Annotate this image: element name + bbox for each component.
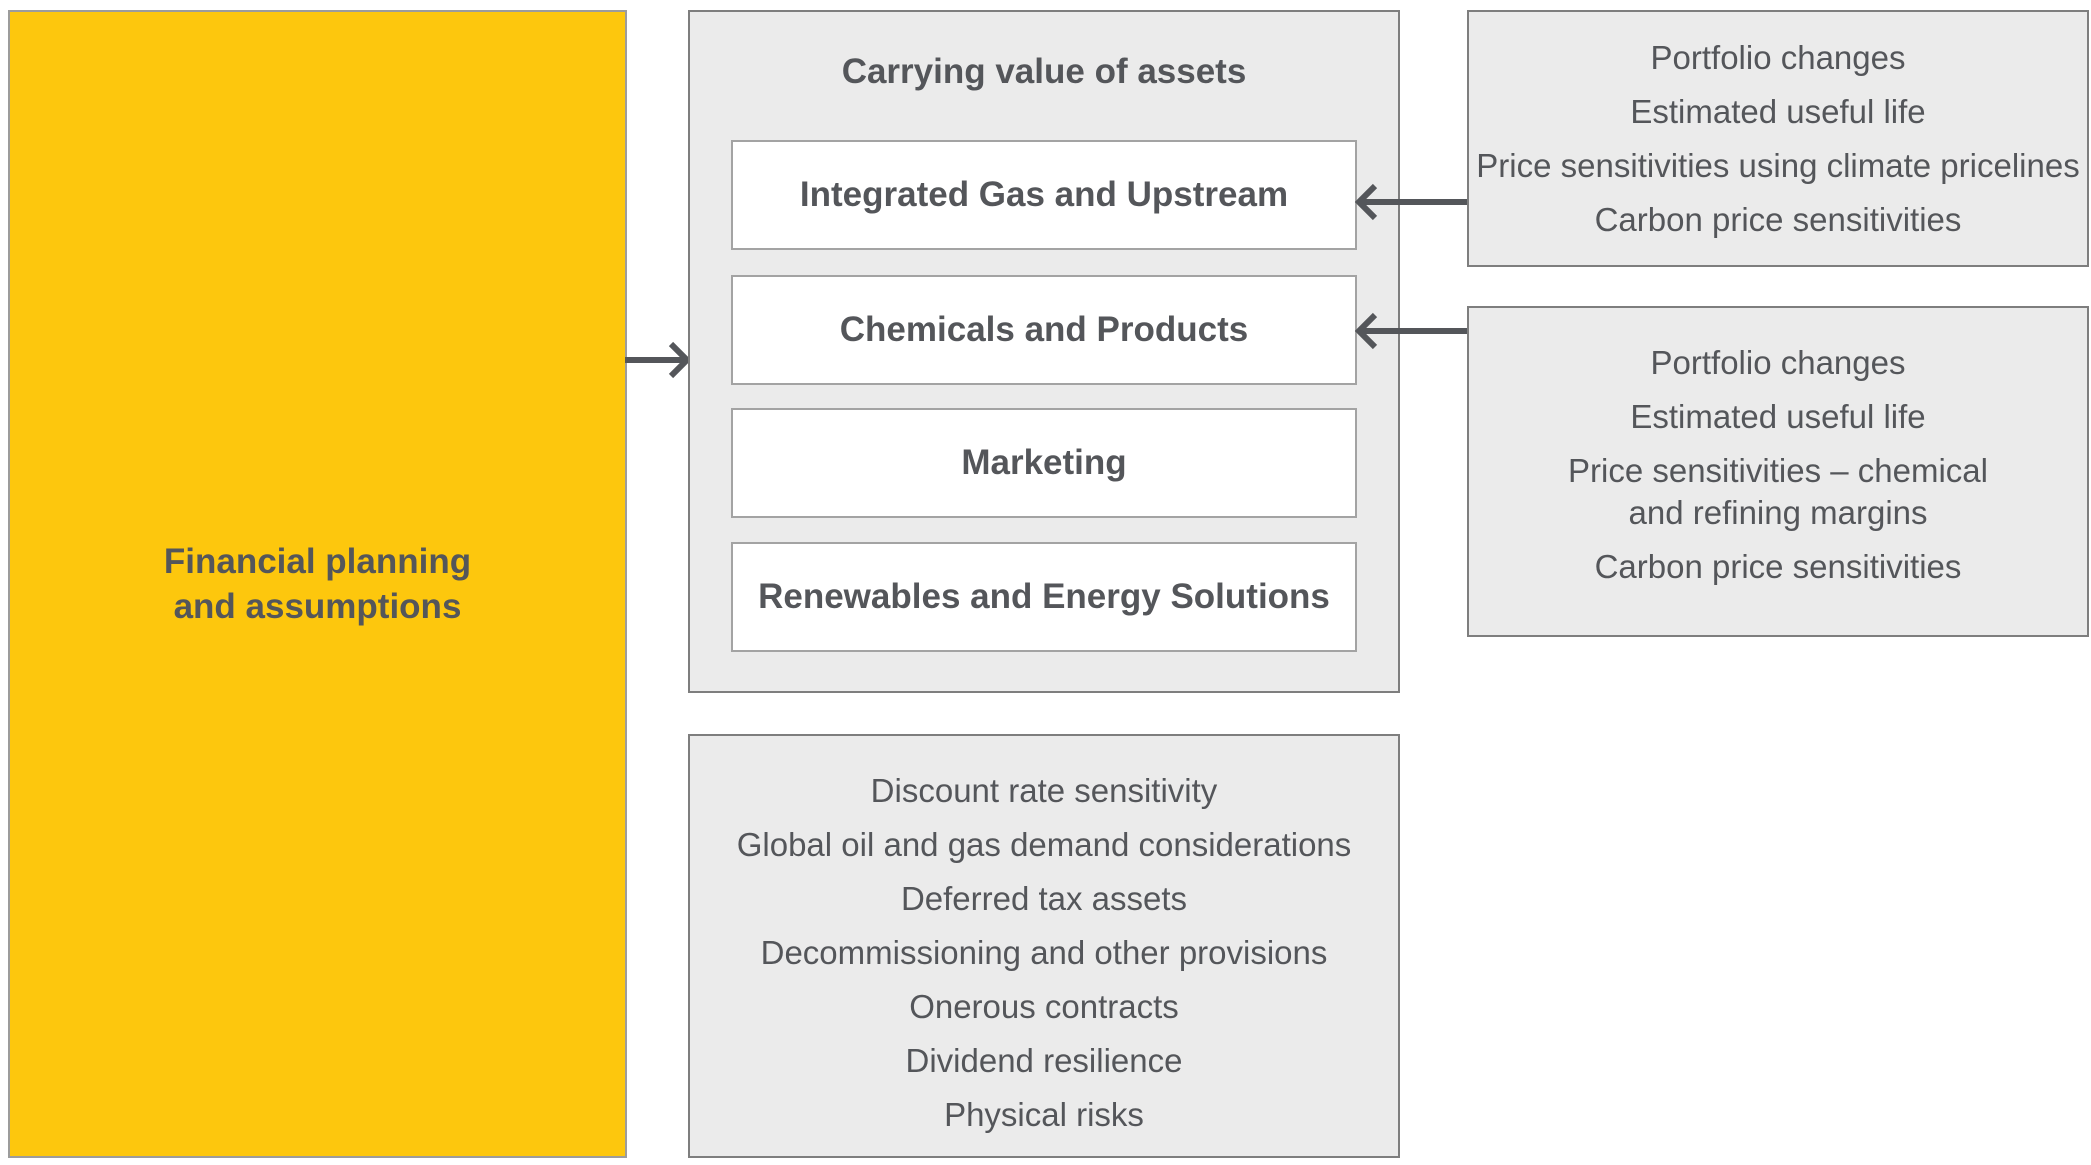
- financial-planning-panel: Financial planning and assumptions: [8, 10, 627, 1158]
- factor-item-line: and refining margins: [1628, 494, 1928, 531]
- factor-item: Portfolio changes: [1650, 344, 1906, 381]
- segment-marketing: Marketing: [731, 408, 1357, 518]
- segment-integrated-gas-and-upstream: Integrated Gas and Upstream: [731, 140, 1357, 250]
- factor-item: Carbon price sensitivities: [1594, 548, 1962, 585]
- considerations-panel: Discount rate sensitivity Global oil and…: [688, 734, 1400, 1158]
- chemicals-factors-arrow-left-icon: [1355, 309, 1467, 353]
- segment-renewables-and-energy-solutions: Renewables and Energy Solutions: [731, 542, 1357, 652]
- consideration-item: Onerous contracts: [909, 988, 1179, 1025]
- chemicals-factors-panel: Portfolio changes Estimated useful life …: [1467, 306, 2089, 637]
- consideration-item: Deferred tax assets: [900, 880, 1188, 917]
- financial-planning-title-line1: Financial planning: [163, 542, 472, 581]
- financial-planning-title: Financial planning and assumptions: [164, 539, 471, 629]
- factor-item: Carbon price sensitivities: [1594, 201, 1962, 238]
- factor-item: Portfolio changes: [1650, 39, 1906, 76]
- carrying-value-panel: Carrying value of assets Integrated Gas …: [688, 10, 1400, 693]
- flow-arrow-right-icon: [625, 338, 690, 382]
- factor-item: Price sensitivities – chemical and refin…: [1469, 450, 2087, 534]
- segment-chemicals-and-products: Chemicals and Products: [731, 275, 1357, 385]
- consideration-item: Dividend resilience: [905, 1042, 1183, 1079]
- upstream-factors-arrow-left-icon: [1355, 180, 1467, 224]
- consideration-item: Decommissioning and other provisions: [760, 934, 1328, 971]
- consideration-item: Global oil and gas demand considerations: [736, 826, 1352, 863]
- consideration-item: Discount rate sensitivity: [870, 772, 1218, 809]
- carrying-value-title: Carrying value of assets: [841, 52, 1247, 91]
- factor-item-line: Price sensitivities – chemical: [1568, 452, 1988, 489]
- consideration-item: Physical risks: [944, 1096, 1144, 1133]
- factor-item: Estimated useful life: [1630, 93, 1926, 130]
- financial-planning-title-line2: and assumptions: [173, 587, 462, 626]
- factor-item: Estimated useful life: [1630, 398, 1926, 435]
- factor-item: Price sensitivities using climate pricel…: [1476, 147, 2080, 184]
- upstream-factors-panel: Portfolio changes Estimated useful life …: [1467, 10, 2089, 267]
